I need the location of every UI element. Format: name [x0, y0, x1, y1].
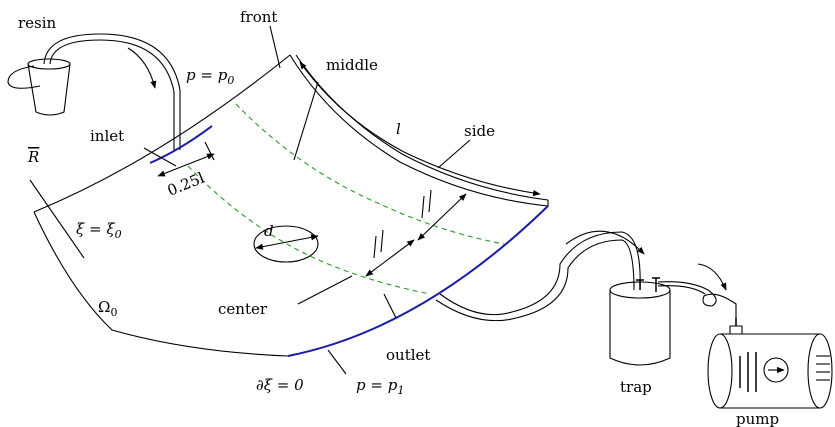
outlet-pressure-label: p = p1 [356, 376, 404, 397]
domain-omega-label: Ω0 [98, 298, 117, 319]
radius-R-label: R [27, 148, 39, 166]
inlet-label: inlet [90, 127, 124, 145]
center-flow-line [187, 165, 431, 295]
side-length-arrow [299, 61, 541, 197]
vacuum-pump [707, 318, 833, 409]
hole-diameter-arrow [255, 234, 319, 250]
outlet-edge [287, 205, 549, 357]
pump-label: pump [736, 410, 779, 427]
side-condition-label: ∂ξ = 0 [256, 376, 304, 394]
resin-bucket [7, 58, 71, 116]
hole-d-label: d [264, 222, 274, 240]
resin-hose [43, 33, 181, 150]
center-label: center [218, 300, 268, 318]
resin-label: resin [18, 14, 57, 32]
inlet-offset-arrow [157, 153, 215, 177]
outlet-hose [435, 231, 641, 322]
outlet-label: outlet [386, 346, 430, 364]
front-condition-label: ξ = ξ0 [76, 220, 122, 241]
vacuum-line [657, 281, 737, 326]
inlet-edge [149, 125, 213, 164]
resin-flow-arrow [127, 47, 157, 89]
middle-label: middle [326, 56, 378, 74]
trap-flow-arrow [565, 230, 645, 255]
front-label: front [240, 8, 277, 26]
trap-vessel [609, 277, 671, 366]
spacing-arrow-1 [417, 193, 467, 241]
length-l-label: l [396, 120, 401, 138]
spacing-arrow-2 [365, 239, 415, 277]
inlet-pressure-label: p = p0 [186, 66, 234, 87]
trap-label: trap [620, 378, 652, 396]
pump-flow-arrow [697, 263, 727, 291]
inlet-offset-label: 0.25l [165, 169, 207, 200]
side-label: side [464, 122, 495, 140]
